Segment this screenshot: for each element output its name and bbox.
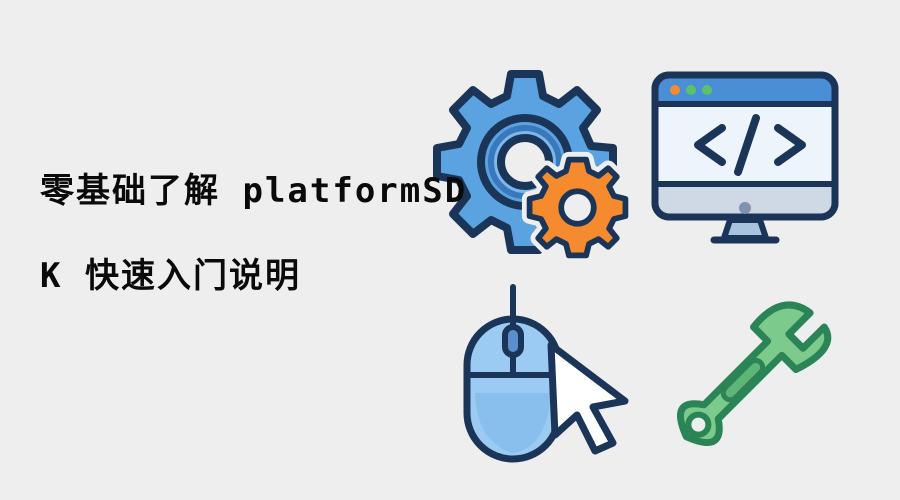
- mouse-cursor-icon: [463, 284, 629, 463]
- small-gear-icon: [521, 151, 634, 264]
- wrench-icon: [676, 301, 832, 447]
- title-line-2: K 快速入门说明: [40, 256, 301, 296]
- code-monitor-icon: [651, 71, 839, 244]
- title-line-1: 零基础了解 platformSD: [40, 171, 468, 211]
